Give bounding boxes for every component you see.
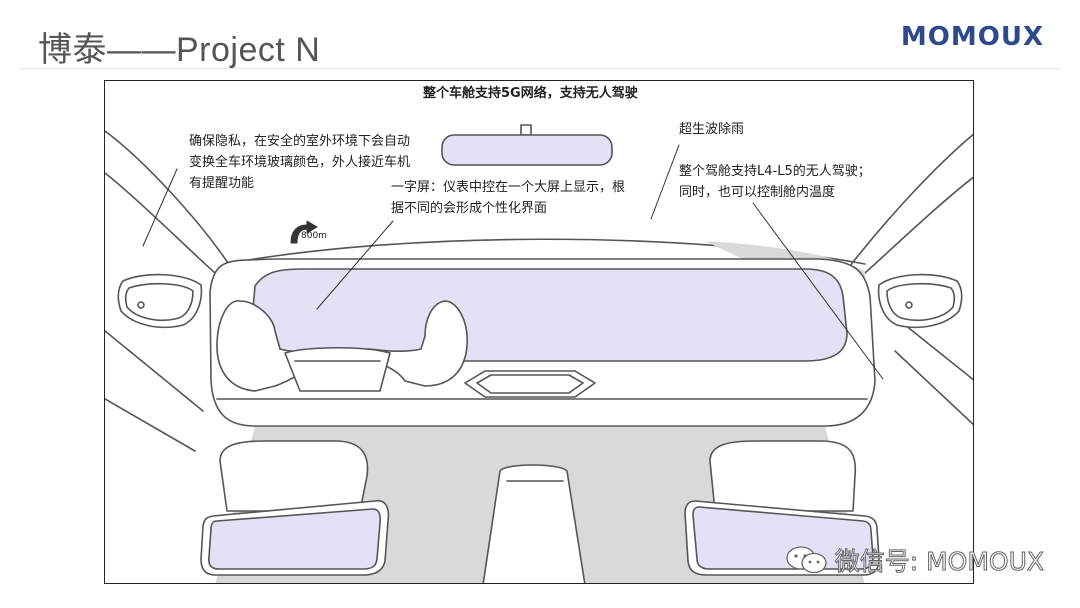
nav-turn-arrow-icon bbox=[290, 220, 318, 244]
slide-title: 博泰——Project N bbox=[38, 31, 321, 69]
rearview-mirror-mount bbox=[520, 124, 532, 136]
brand-logo: MOMOUX bbox=[900, 22, 1044, 52]
annotation-privacy: 确保隐私，在安全的室外环境下会自动 变换全车环境玻璃颜色，外人接近车机 有提醒功… bbox=[189, 131, 410, 194]
left-side-mirror bbox=[117, 273, 203, 329]
annotation-autonomy-line-1: 整个驾舱支持L4-L5的无人驾驶； bbox=[679, 164, 871, 179]
pointer-autonomy bbox=[752, 202, 884, 380]
pointer-screen bbox=[316, 220, 394, 310]
rearview-mirror bbox=[441, 134, 613, 166]
annotation-privacy-line-1: 确保隐私，在安全的室外环境下会自动 bbox=[189, 134, 411, 149]
annotation-headline: 整个车舱支持5G网络，支持无人驾驶 bbox=[423, 86, 638, 101]
watermark: 微信号: MOMOUX bbox=[785, 542, 1045, 578]
right-seat-display bbox=[692, 506, 874, 570]
annotation-autonomy-line-2: 同时，也可以控制舱内温度 bbox=[679, 185, 836, 200]
title-divider bbox=[20, 68, 1060, 69]
wechat-icon bbox=[786, 546, 827, 574]
diagram-frame: 整个车舱支持5G网络，支持无人驾驶 确保隐私，在安全的室外环境下会自动 变换全车… bbox=[104, 80, 974, 584]
left-a-pillar bbox=[105, 130, 231, 267]
annotation-autonomy: 整个驾舱支持L4-L5的无人驾驶； 同时，也可以控制舱内温度 bbox=[679, 161, 871, 203]
left-seat bbox=[219, 440, 369, 512]
center-console-emblem bbox=[464, 370, 596, 398]
annotation-privacy-line-3: 有提醒功能 bbox=[189, 176, 255, 191]
left-seat-display bbox=[208, 508, 382, 570]
pointer-privacy bbox=[142, 168, 178, 247]
right-seat bbox=[709, 440, 857, 512]
car-interior-illustration bbox=[105, 124, 973, 583]
right-side-mirror bbox=[877, 273, 963, 329]
annotation-screen: 一字屏：仪表中控在一个大屏上显示，根 据不同的会形成个性化界面 bbox=[391, 177, 625, 219]
watermark-text: 微信号: MOMOUX bbox=[834, 547, 1044, 577]
pointer-rain bbox=[650, 144, 680, 220]
center-tunnel bbox=[482, 464, 586, 583]
annotation-screen-line-1: 一字屏：仪表中控在一个大屏上显示，根 bbox=[391, 180, 626, 195]
annotation-privacy-line-2: 变换全车环境玻璃颜色，外人接近车机 bbox=[189, 155, 411, 170]
right-a-pillar bbox=[849, 133, 973, 267]
annotation-screen-line-2: 据不同的会形成个性化界面 bbox=[391, 201, 548, 216]
annotation-rain: 超生波除雨 bbox=[679, 122, 745, 137]
nav-distance-label: 800m bbox=[301, 231, 327, 241]
